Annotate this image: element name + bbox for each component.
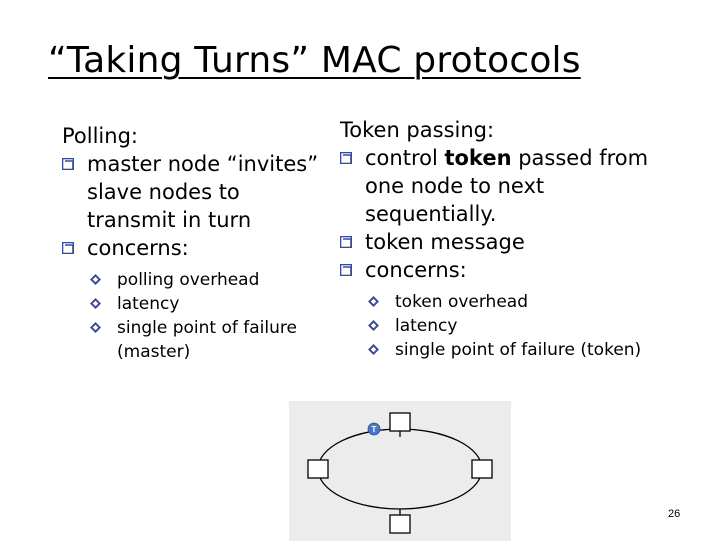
diamond-bullet-icon (90, 274, 101, 285)
token-item-control-pre: control (365, 146, 445, 170)
square-bullet-icon (340, 264, 352, 276)
polling-item-master: master node “invites” slave nodes to tra… (62, 150, 327, 234)
diamond-bullet-icon (90, 298, 101, 309)
token-item-concerns-text: concerns: (365, 258, 467, 282)
node-right (471, 459, 493, 479)
node-left (307, 459, 329, 479)
diamond-bullet-icon (368, 320, 379, 331)
square-bullet-icon (62, 158, 74, 170)
polling-concern-overhead: polling overhead (90, 268, 327, 292)
node-top (389, 412, 411, 432)
node-bottom (389, 514, 411, 534)
token-concern-latency: latency (368, 314, 710, 338)
polling-item-concerns: concerns: (62, 234, 332, 262)
token-ring-diagram: T (289, 401, 511, 541)
token-concern-spof: single point of failure (token) (368, 338, 710, 362)
token-item-concerns: concerns: (340, 256, 710, 284)
token-heading: Token passing: (340, 118, 495, 142)
token-concern-overhead: token overhead (368, 290, 710, 314)
polling-concern-overhead-text: polling overhead (117, 270, 260, 290)
token-concern-overhead-text: token overhead (395, 292, 528, 312)
token-concern-latency-text: latency (395, 316, 458, 336)
page-number: 26 (668, 508, 681, 520)
token-letter: T (372, 425, 377, 434)
polling-concern-latency: latency (90, 292, 327, 316)
token-concern-spof-text: single point of failure (token) (395, 340, 642, 360)
token-item-message-text: token message (365, 230, 525, 254)
polling-concern-spof: single point of failure (master) (90, 316, 327, 364)
token-item-control-bold: token (444, 146, 512, 170)
polling-column: Polling: master node “invites” slave nod… (62, 122, 332, 364)
diamond-bullet-icon (368, 344, 379, 355)
diamond-bullet-icon (368, 296, 379, 307)
token-item-control-post: passed from one node to next sequentiall… (365, 146, 649, 226)
polling-item-concerns-text: concerns: (87, 236, 189, 260)
token-circle (367, 422, 381, 436)
token-ring-svg: T (307, 412, 493, 534)
polling-item-master-text: master node “invites” slave nodes to tra… (87, 152, 319, 232)
polling-concern-spof-text: single point of failure (master) (117, 318, 297, 362)
token-column: Token passing: control token passed from… (340, 116, 710, 362)
polling-concern-latency-text: latency (117, 294, 180, 314)
square-bullet-icon (340, 236, 352, 248)
slide-title: “Taking Turns” MAC protocols (48, 40, 581, 81)
polling-heading: Polling: (62, 124, 138, 148)
token-item-control: control token passed from one node to ne… (340, 144, 665, 228)
diamond-bullet-icon (90, 322, 101, 333)
token-item-message: token message (340, 228, 710, 256)
square-bullet-icon (340, 152, 352, 164)
ring-ellipse (317, 428, 483, 510)
square-bullet-icon (62, 242, 74, 254)
